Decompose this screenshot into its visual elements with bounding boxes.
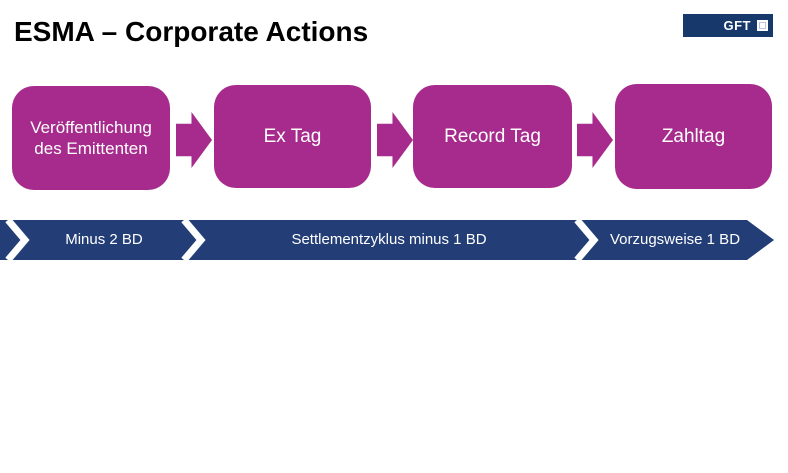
right-arrow-icon — [577, 112, 613, 168]
right-arrow-icon — [377, 112, 413, 168]
process-step-label: Record Tag — [444, 125, 541, 147]
process-step-ex-tag: Ex Tag — [214, 85, 371, 188]
gft-logo: GFT — [683, 14, 773, 37]
process-step-label: Ex Tag — [263, 125, 322, 147]
process-step-label: Veröffentlichung des Emittenten — [30, 117, 152, 158]
timeline-chevron-separator — [181, 219, 206, 261]
timeline-segment-label-minus-2-bd: Minus 2 BD — [65, 231, 143, 248]
process-step-record-tag: Record Tag — [413, 85, 572, 188]
process-step-zahltag: Zahltag — [615, 84, 772, 189]
timeline-chevron-separator — [574, 219, 599, 261]
timeline-segment-label-settlementzyklus: Settlementzyklus minus 1 BD — [291, 231, 487, 248]
gft-logo-text: GFT — [723, 18, 751, 33]
gft-logo-square-icon — [757, 20, 768, 31]
timeline-chevron-separator — [5, 219, 30, 261]
process-step-label: Zahltag — [661, 125, 726, 147]
timeline-segment-label-vorzugsweise: Vorzugsweise 1 BD — [609, 231, 741, 248]
page-title: ESMA – Corporate Actions — [14, 16, 369, 47]
timeline-band — [0, 219, 774, 261]
right-arrow-icon — [176, 112, 212, 168]
process-step-veroeffentlichung: Veröffentlichung des Emittenten — [12, 86, 170, 190]
